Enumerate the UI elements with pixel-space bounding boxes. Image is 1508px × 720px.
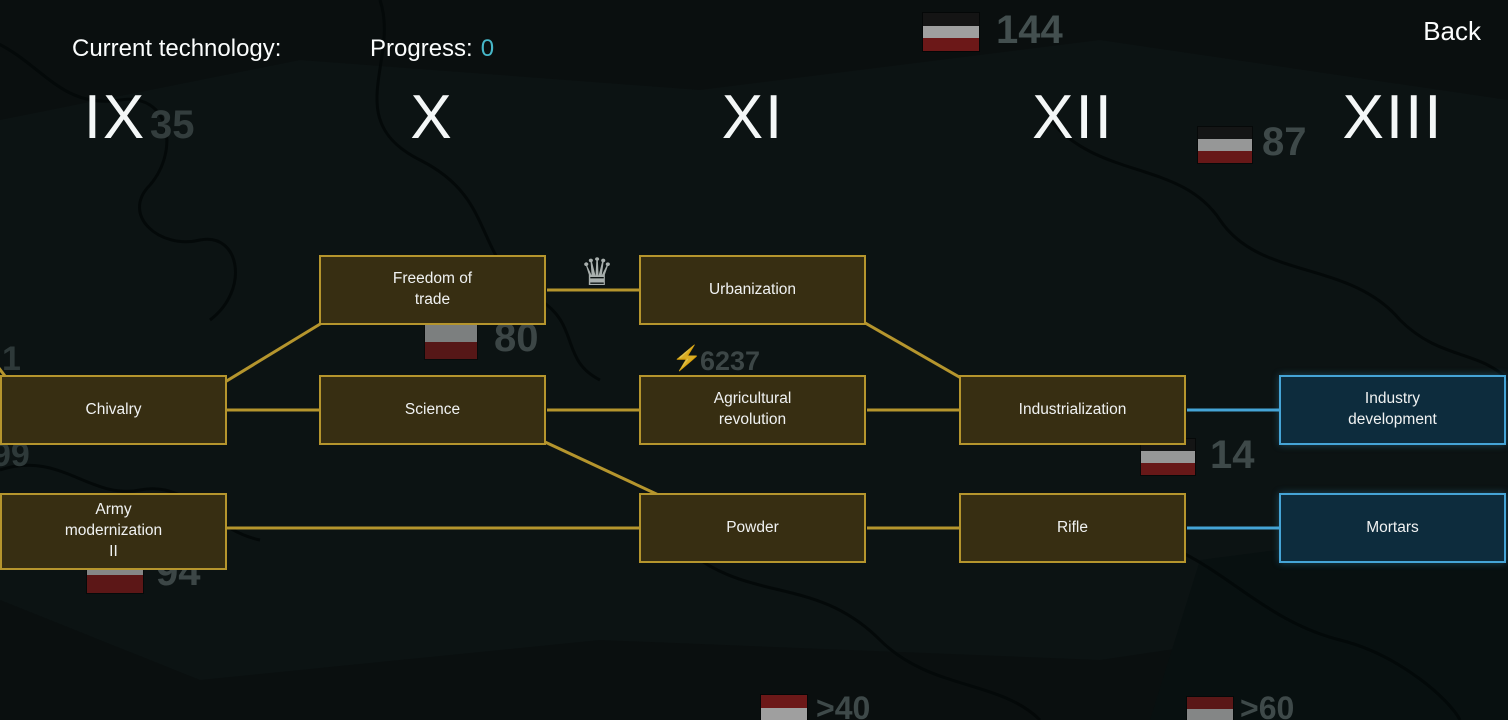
- era-label-x: X: [410, 83, 454, 152]
- back-button[interactable]: Back: [1423, 16, 1481, 46]
- army-count: >60: [1240, 690, 1295, 720]
- connection-science-powder: [544, 440, 666, 500]
- progress-indicator: Progress: 0: [370, 35, 494, 63]
- era-label-xii: XII: [1032, 83, 1114, 152]
- flag-poland-icon: [424, 324, 478, 360]
- lightning-icon: ⚡: [672, 345, 702, 372]
- connection-chivalry-freedom-of-trade: [219, 316, 331, 387]
- connection-offscreen-chivalry: [0, 367, 7, 377]
- tech-node-urbanization[interactable]: Urbanization: [639, 255, 866, 325]
- crown-icon: ♛: [580, 252, 615, 294]
- tech-node-label: Urbanization: [708, 280, 797, 298]
- movement-points: 6237: [700, 346, 761, 376]
- tech-node-label: Chivalry: [85, 400, 142, 418]
- army-count: 1: [2, 340, 21, 378]
- tech-node-freedom-of-trade[interactable]: Freedom of trade: [319, 255, 546, 325]
- tech-node-powder[interactable]: Powder: [639, 493, 866, 563]
- progress-label: Progress:: [370, 35, 473, 62]
- tech-node-industry-development[interactable]: Industry development: [1279, 375, 1506, 445]
- connection-urbanization-industrialization: [859, 318, 969, 384]
- army-count: >40: [816, 690, 871, 720]
- tech-node-label: Freedom of trade: [392, 270, 473, 308]
- era-label-xi: XI: [721, 83, 785, 152]
- flag-german-empire-icon: [922, 12, 980, 52]
- tech-node-label: Powder: [726, 518, 779, 536]
- flag-german-empire-icon: [1197, 126, 1253, 164]
- tech-node-label: Mortars: [1366, 518, 1419, 536]
- tech-node-rifle[interactable]: Rifle: [959, 493, 1186, 563]
- army-count: 14: [1210, 433, 1255, 477]
- army-count: 87: [1262, 120, 1307, 164]
- tech-node-mortars[interactable]: Mortars: [1279, 493, 1506, 563]
- tech-node-industrialization[interactable]: Industrialization: [959, 375, 1186, 445]
- tech-node-label: Industry development: [1348, 390, 1437, 428]
- era-label-xiii: XIII: [1342, 83, 1444, 152]
- flag-red-white-icon: [1186, 696, 1234, 720]
- tech-node-label: Science: [404, 400, 461, 418]
- tech-node-label: Army modernization II: [64, 501, 163, 560]
- tech-node-science[interactable]: Science: [319, 375, 546, 445]
- tech-node-army-modernization-ii[interactable]: Army modernization II: [0, 493, 227, 570]
- flag-red-white-icon: [760, 694, 808, 720]
- era-label-ix: IX: [83, 83, 147, 152]
- tech-node-chivalry[interactable]: Chivalry: [0, 375, 227, 445]
- tech-node-agricultural-revolution[interactable]: Agricultural revolution: [639, 375, 866, 445]
- progress-value: 0: [480, 35, 495, 62]
- tech-node-label: Rifle: [1056, 518, 1088, 536]
- army-count: 35: [150, 103, 195, 147]
- tech-node-label: Industrialization: [1018, 400, 1127, 418]
- tech-node-label: Agricultural revolution: [713, 390, 792, 428]
- army-count: 144: [996, 8, 1063, 52]
- current-technology-label: Current technology:: [72, 35, 282, 62]
